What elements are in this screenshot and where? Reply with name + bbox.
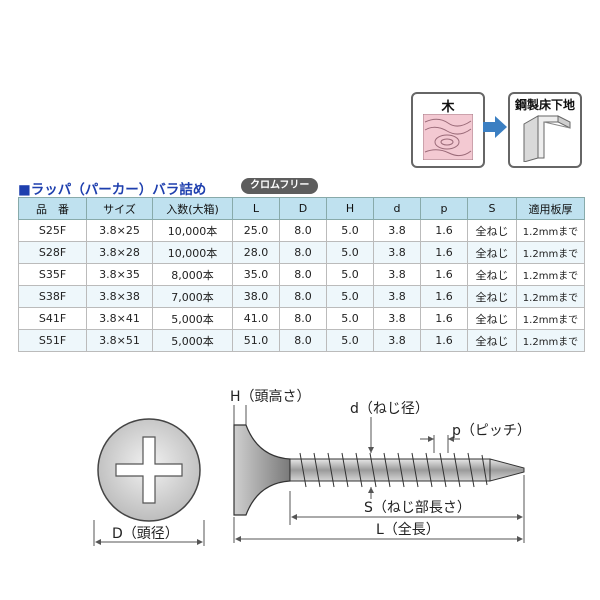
table-cell: S28F bbox=[18, 241, 87, 264]
table-cell: 8.0 bbox=[279, 307, 327, 330]
column-header: 適用板厚 bbox=[516, 197, 585, 220]
table-cell: 1.2mmまで bbox=[516, 285, 585, 308]
steel-label: 鋼製床下地 bbox=[514, 98, 575, 112]
column-header: S bbox=[467, 197, 517, 220]
arrow-right-icon bbox=[483, 116, 507, 138]
table-cell: 1.2mmまで bbox=[516, 219, 585, 242]
steel-channel-icon bbox=[523, 115, 571, 162]
table-cell: 5,000本 bbox=[152, 329, 233, 352]
wood-grain-icon bbox=[423, 114, 473, 160]
column-header: 入数(大箱) bbox=[152, 197, 233, 220]
column-header: p bbox=[420, 197, 468, 220]
table-cell: 25.0 bbox=[232, 219, 280, 242]
table-cell: 41.0 bbox=[232, 307, 280, 330]
table-cell: 3.8×35 bbox=[86, 263, 153, 286]
table-cell: S51F bbox=[18, 329, 87, 352]
section-title: ■ラッパ（パーカー）バラ詰め bbox=[18, 182, 207, 198]
table-cell: 8.0 bbox=[279, 241, 327, 264]
table-cell: 3.8 bbox=[373, 219, 421, 242]
table-cell: 5.0 bbox=[326, 329, 374, 352]
table-cell: 8.0 bbox=[279, 285, 327, 308]
table-cell: 1.2mmまで bbox=[516, 241, 585, 264]
table-row: S35F 3.8×35 8,000本 35.0 8.0 5.0 3.8 1.6 … bbox=[18, 263, 585, 286]
table-cell: 5.0 bbox=[326, 307, 374, 330]
table-cell: 1.6 bbox=[420, 307, 468, 330]
table-cell: 3.8×51 bbox=[86, 329, 153, 352]
table-cell: 35.0 bbox=[232, 263, 280, 286]
wood-label: 木 bbox=[441, 100, 455, 115]
table-cell: 5.0 bbox=[326, 285, 374, 308]
spec-table: 品 番 サイズ 入数(大箱) L D H d p S 適用板厚 S25F 3.8… bbox=[18, 197, 585, 352]
wood-material-box: 木 bbox=[411, 92, 485, 168]
table-cell: 10,000本 bbox=[152, 219, 233, 242]
table-row: S51F 3.8×51 5,000本 51.0 8.0 5.0 3.8 1.6 … bbox=[18, 329, 585, 352]
table-cell: 1.6 bbox=[420, 263, 468, 286]
table-cell: 3.8 bbox=[373, 263, 421, 286]
table-cell: 1.6 bbox=[420, 329, 468, 352]
table-cell: 全ねじ bbox=[467, 241, 517, 264]
column-header: H bbox=[326, 197, 374, 220]
table-cell: 28.0 bbox=[232, 241, 280, 264]
head-diameter-dimension bbox=[93, 520, 205, 546]
table-row: S28F 3.8×28 10,000本 28.0 8.0 5.0 3.8 1.6… bbox=[18, 241, 585, 264]
thread-diameter-label: d（ねじ径） bbox=[350, 401, 429, 417]
table-cell: 8,000本 bbox=[152, 263, 233, 286]
table-cell: 3.8 bbox=[373, 329, 421, 352]
table-cell: 1.2mmまで bbox=[516, 263, 585, 286]
table-cell: 全ねじ bbox=[467, 263, 517, 286]
table-cell: 1.2mmまで bbox=[516, 329, 585, 352]
table-cell: 全ねじ bbox=[467, 219, 517, 242]
table-row: S25F 3.8×25 10,000本 25.0 8.0 5.0 3.8 1.6… bbox=[18, 219, 585, 242]
table-header-row: 品 番 サイズ 入数(大箱) L D H d p S 適用板厚 bbox=[18, 197, 585, 220]
table-cell: 10,000本 bbox=[152, 241, 233, 264]
table-cell: 全ねじ bbox=[467, 307, 517, 330]
column-header: D bbox=[279, 197, 327, 220]
table-cell: S38F bbox=[18, 285, 87, 308]
table-cell: 全ねじ bbox=[467, 285, 517, 308]
table-cell: S41F bbox=[18, 307, 87, 330]
table-cell: 3.8×38 bbox=[86, 285, 153, 308]
pitch-label: p（ピッチ） bbox=[452, 423, 531, 439]
table-cell: 1.6 bbox=[420, 241, 468, 264]
steel-floor-box: 鋼製床下地 bbox=[508, 92, 582, 168]
table-cell: 8.0 bbox=[279, 329, 327, 352]
screw-head-front-icon bbox=[97, 418, 201, 522]
table-cell: 3.8×41 bbox=[86, 307, 153, 330]
table-cell: 8.0 bbox=[279, 219, 327, 242]
head-diameter-label: D（頭径） bbox=[112, 526, 179, 542]
table-cell: 5.0 bbox=[326, 263, 374, 286]
total-length-label: L（全長） bbox=[376, 522, 440, 538]
column-header: サイズ bbox=[86, 197, 153, 220]
table-cell: 3.8 bbox=[373, 307, 421, 330]
table-cell: 3.8×25 bbox=[86, 219, 153, 242]
column-header: d bbox=[373, 197, 421, 220]
table-cell: 3.8 bbox=[373, 241, 421, 264]
screw-side-view-icon bbox=[233, 405, 525, 543]
column-header: 品 番 bbox=[18, 197, 87, 220]
chrome-free-badge: クロムフリー bbox=[241, 178, 319, 194]
table-cell: 7,000本 bbox=[152, 285, 233, 308]
table-cell: 5.0 bbox=[326, 219, 374, 242]
table-cell: 51.0 bbox=[232, 329, 280, 352]
table-row: S38F 3.8×38 7,000本 38.0 8.0 5.0 3.8 1.6 … bbox=[18, 285, 585, 308]
thread-length-label: S（ねじ部長さ） bbox=[364, 500, 471, 516]
table-cell: 1.6 bbox=[420, 285, 468, 308]
table-cell: 全ねじ bbox=[467, 329, 517, 352]
table-cell: 8.0 bbox=[279, 263, 327, 286]
table-cell: 5,000本 bbox=[152, 307, 233, 330]
table-row: S41F 3.8×41 5,000本 41.0 8.0 5.0 3.8 1.6 … bbox=[18, 307, 585, 330]
table-cell: 5.0 bbox=[326, 241, 374, 264]
table-cell: S25F bbox=[18, 219, 87, 242]
table-cell: 38.0 bbox=[232, 285, 280, 308]
table-cell: 3.8 bbox=[373, 285, 421, 308]
head-height-label: H（頭高さ） bbox=[230, 389, 311, 405]
column-header: L bbox=[232, 197, 280, 220]
table-cell: 1.6 bbox=[420, 219, 468, 242]
table-cell: S35F bbox=[18, 263, 87, 286]
table-cell: 1.2mmまで bbox=[516, 307, 585, 330]
table-cell: 3.8×28 bbox=[86, 241, 153, 264]
